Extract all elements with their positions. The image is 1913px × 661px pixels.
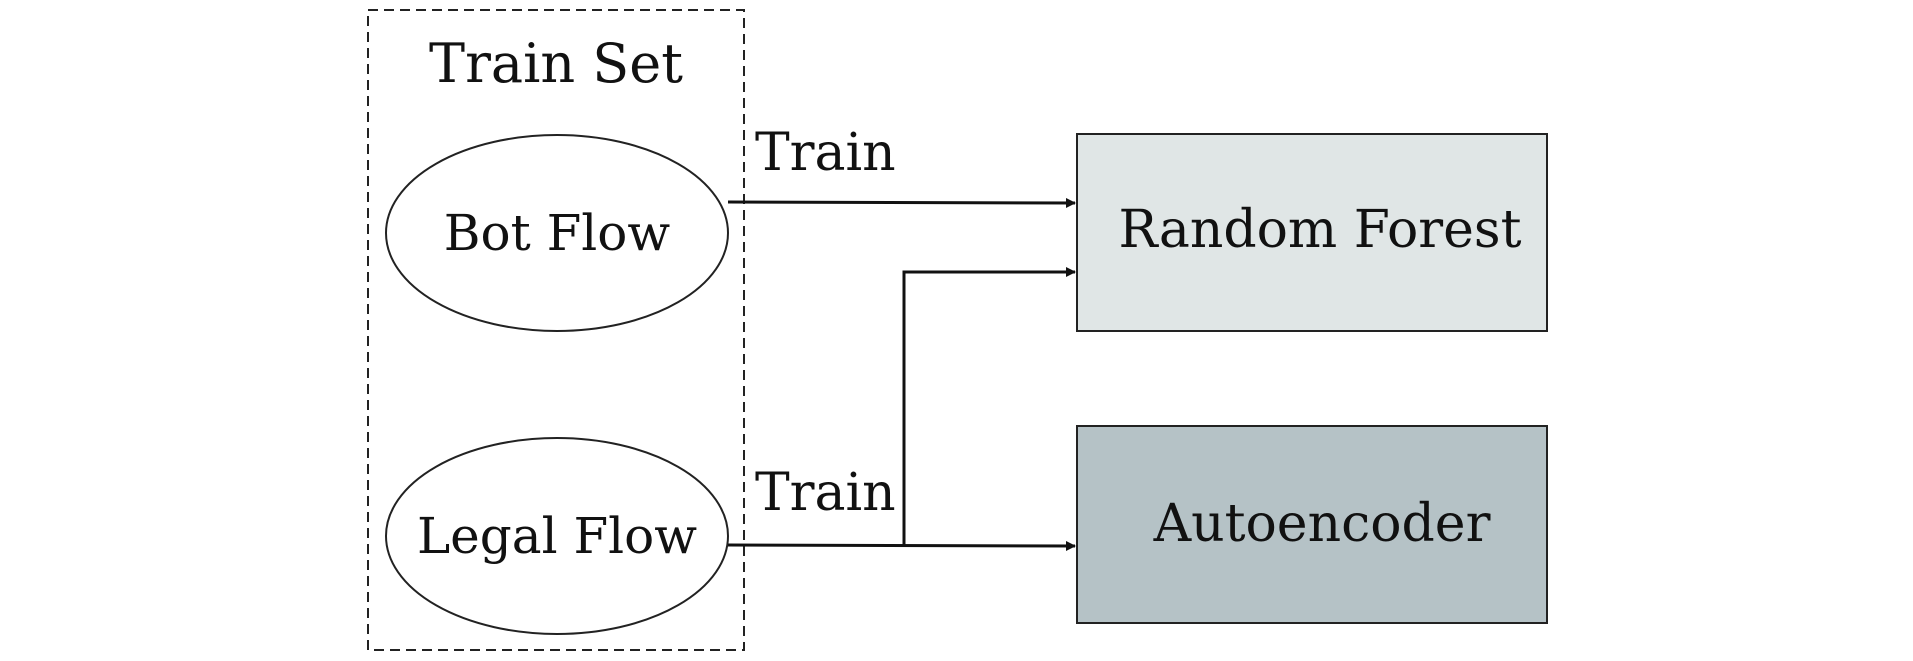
train-set-title: Train Set: [429, 32, 683, 95]
top-train-label: Train: [755, 123, 896, 183]
legal-flow-label: Legal Flow: [417, 507, 697, 565]
random-forest-box: [1076, 133, 1548, 332]
train-set-group: [367, 9, 745, 651]
bot-to-rf-arrow: [727, 197, 1076, 208]
bot-flow-node: [385, 134, 729, 332]
legal-to-ae-arrow: [727, 540, 1076, 551]
legal-flow-node: [385, 437, 729, 635]
bottom-train-label: Train: [755, 463, 896, 523]
bot-flow-label: Bot Flow: [444, 204, 671, 262]
random-forest-label: Random Forest: [1118, 200, 1521, 260]
legal-to-rf-branch-arrow: [902, 267, 1076, 545]
autoencoder-label: Autoencoder: [1153, 494, 1491, 554]
autoencoder-box: [1076, 425, 1548, 624]
